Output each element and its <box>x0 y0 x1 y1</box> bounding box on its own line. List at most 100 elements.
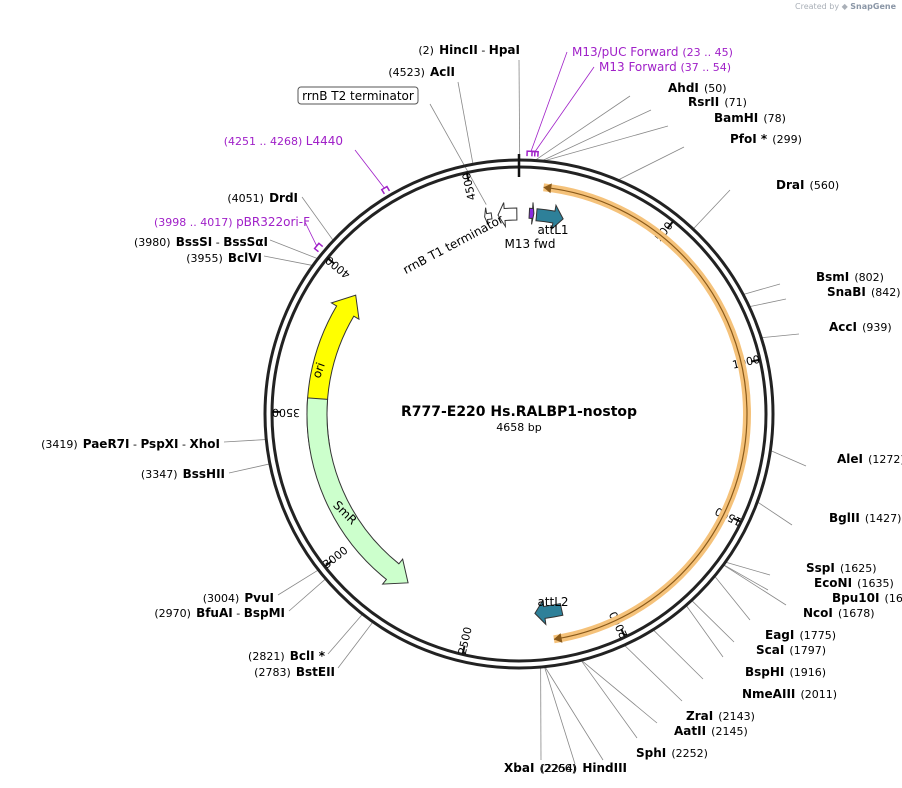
leader-1678 <box>714 576 751 621</box>
enzyme-name-drdi: DrdI <box>269 191 298 205</box>
enzyme-name-bsphi: BspHI <box>745 665 784 679</box>
site-zrai: ZraI (2143) <box>686 705 755 724</box>
insert-arc-head <box>543 183 552 194</box>
site-rsrii: RsrII (71) <box>688 91 747 110</box>
site-position: (2970) <box>154 607 191 620</box>
site-aatii: AatII (2145) <box>674 720 748 739</box>
site-position: (4051) <box>227 192 264 205</box>
primer-range: (37 .. 54) <box>681 61 732 74</box>
feature-label-m13-fwd: M13 fwd <box>505 237 556 251</box>
feature-attl1 <box>535 203 564 231</box>
leader-3980 <box>269 239 318 259</box>
site-ncoi: NcoI (1678) <box>803 602 875 621</box>
enzyme-name-aatii: AatII <box>674 724 706 738</box>
site-position: (2143) <box>718 710 755 723</box>
site-position: (1678) <box>838 607 875 620</box>
feature-label-attl2: attL2 <box>537 595 568 609</box>
primer-leader-m13-puc-forward <box>530 51 568 152</box>
tick-label-2500: 2500 <box>456 626 475 656</box>
site-position: (3955) <box>186 252 223 265</box>
leader-71 <box>543 109 652 161</box>
primer-leader-l4440 <box>354 149 385 189</box>
site-acli: (4523) AclI <box>388 61 455 80</box>
plasmid-name: R777-E220 Hs.RALBP1-nostop <box>401 404 637 420</box>
site-bsmi: BsmI (802) <box>816 266 884 285</box>
site-position: (802) <box>854 271 884 284</box>
leader-3347 <box>228 463 270 474</box>
enzyme-name-sphi: SphI <box>636 746 666 760</box>
tick-1000 <box>750 358 761 363</box>
leader-2821 <box>327 614 363 655</box>
leader-2783 <box>337 622 373 669</box>
leader-2143 <box>582 660 658 724</box>
insert-arc-tail <box>553 633 563 643</box>
enzyme-name-eagi: EagI <box>765 628 794 642</box>
enzyme-name-bglii: BglII <box>829 511 860 525</box>
feature-label-ori: ori <box>309 361 327 380</box>
feature-rrnb-t1-terminator <box>497 202 518 229</box>
site-position: (3980) <box>134 236 171 249</box>
leader-4051 <box>301 196 334 241</box>
leader-2254 <box>544 667 576 765</box>
site-position: (2266) <box>540 762 577 775</box>
enzyme-name-pvui: PvuI <box>244 591 274 605</box>
site-position: (3004) <box>203 592 240 605</box>
site-position: (1625) <box>840 562 877 575</box>
site-nmeaiii: NmeAIII (2011) <box>742 683 837 702</box>
site-position: (71) <box>724 96 747 109</box>
enzyme-name-bsteii: BstEII <box>296 665 335 679</box>
site-bglii: BglII (1427) <box>829 507 901 526</box>
leader-299 <box>618 146 685 180</box>
site-position: (78) <box>763 112 786 125</box>
enzyme-name-drai: DraI <box>776 178 804 192</box>
site-position: (2252) <box>671 747 708 760</box>
site-position: (842) <box>871 286 901 299</box>
primer-leader-pbr322ori-f <box>304 221 318 247</box>
site-bfuai-bspmi: (2970) BfuAI - BspMI <box>154 602 285 621</box>
site-bclvi: (3955) BclVI <box>186 247 262 266</box>
site-position: (1797) <box>789 644 826 657</box>
site-bsshii: (3347) BssHII <box>141 463 225 482</box>
enzyme-name-hindiii: HindIII <box>582 761 627 775</box>
site-sspi: SspI (1625) <box>806 557 877 576</box>
tick-2500 <box>461 645 466 655</box>
plasmid-size: 4658 bp <box>496 421 541 434</box>
primer-pbr322ori-f: (3998 .. 4017) pBR322ori-F <box>154 215 310 229</box>
site-scai: ScaI (1797) <box>756 639 826 658</box>
feature-label-attl1: attL1 <box>537 223 568 237</box>
credit-brand: SnapGene <box>850 2 896 11</box>
enzyme-name-bclvi: BclVI <box>228 251 262 265</box>
site-position: (1635) <box>857 577 894 590</box>
leader-3955 <box>263 255 312 266</box>
feature-rrnb-t2-terminator <box>484 207 493 226</box>
leader-2970 <box>288 579 326 612</box>
enzyme-name-bfuai: BfuAI <box>196 606 233 620</box>
center-label: R777-E220 Hs.RALBP1-nostop 4658 bp <box>401 404 637 434</box>
leader-2 <box>518 59 521 160</box>
insert-arc-line <box>543 186 748 640</box>
primer-name: M13/pUC Forward <box>572 45 682 59</box>
enzyme-name-bamhi: BamHI <box>714 111 758 125</box>
rrnb-t2-box <box>297 86 419 105</box>
enzyme-name-bsshii: BssHII <box>183 467 225 481</box>
site-position: (2011) <box>800 688 837 701</box>
leader-802 <box>744 283 781 295</box>
site-position: (3419) <box>41 438 78 451</box>
tick-label-4500: 4500 <box>460 171 479 201</box>
site-position: (299) <box>772 133 802 146</box>
leader-2011 <box>624 645 683 702</box>
leader-842 <box>750 298 787 307</box>
leader-rrnb-t2 <box>429 103 487 205</box>
primer-m13-puc-forward: M13/pUC Forward (23 .. 45) <box>572 45 733 59</box>
leader-1635 <box>724 564 769 591</box>
site-position: (2145) <box>711 725 748 738</box>
site-position: (939) <box>862 321 892 334</box>
enzyme-name-scai: ScaI <box>756 643 784 657</box>
site-paer7i-pspxi-xhoi: (3419) PaeR7I - PspXI - XhoI <box>41 433 220 452</box>
enzyme-name-bcli: BclI * <box>290 649 326 663</box>
leader-3419 <box>223 439 266 443</box>
enzyme-name-sspi: SspI <box>806 561 835 575</box>
primer-range: (3998 .. 4017) <box>154 216 236 229</box>
enzyme-name-paer7i: PaeR7I <box>83 437 130 451</box>
